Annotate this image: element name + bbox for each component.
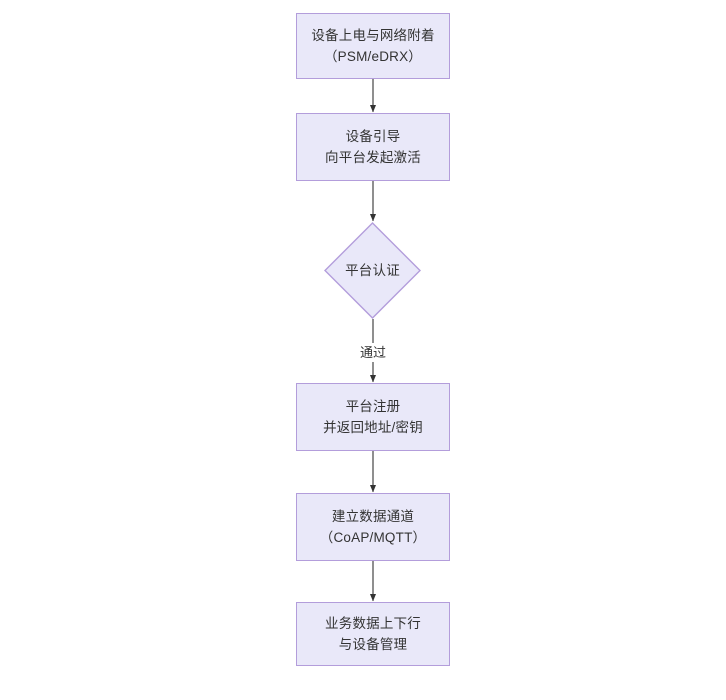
node-platform-auth-label: 平台认证 <box>345 263 400 278</box>
node-platform-register-label: 平台注册 并返回地址/密钥 <box>323 399 423 435</box>
edge-label-pass: 通过 <box>357 343 390 362</box>
node-data-channel-label: 建立数据通道 （CoAP/MQTT） <box>319 509 427 545</box>
node-platform-register[interactable]: 平台注册 并返回地址/密钥 <box>296 383 450 451</box>
node-data-channel[interactable]: 建立数据通道 （CoAP/MQTT） <box>296 493 450 561</box>
node-bootstrap[interactable]: 设备引导 向平台发起激活 <box>296 113 450 181</box>
node-platform-auth[interactable]: 平台认证 <box>324 222 421 319</box>
node-power-on[interactable]: 设备上电与网络附着 （PSM/eDRX） <box>296 13 450 79</box>
node-bootstrap-label: 设备引导 向平台发起激活 <box>325 129 421 165</box>
node-business-data[interactable]: 业务数据上下行 与设备管理 <box>296 602 450 666</box>
node-business-data-label: 业务数据上下行 与设备管理 <box>325 616 421 652</box>
node-power-on-label: 设备上电与网络附着 （PSM/eDRX） <box>311 28 435 64</box>
diamond-shape <box>324 222 421 319</box>
